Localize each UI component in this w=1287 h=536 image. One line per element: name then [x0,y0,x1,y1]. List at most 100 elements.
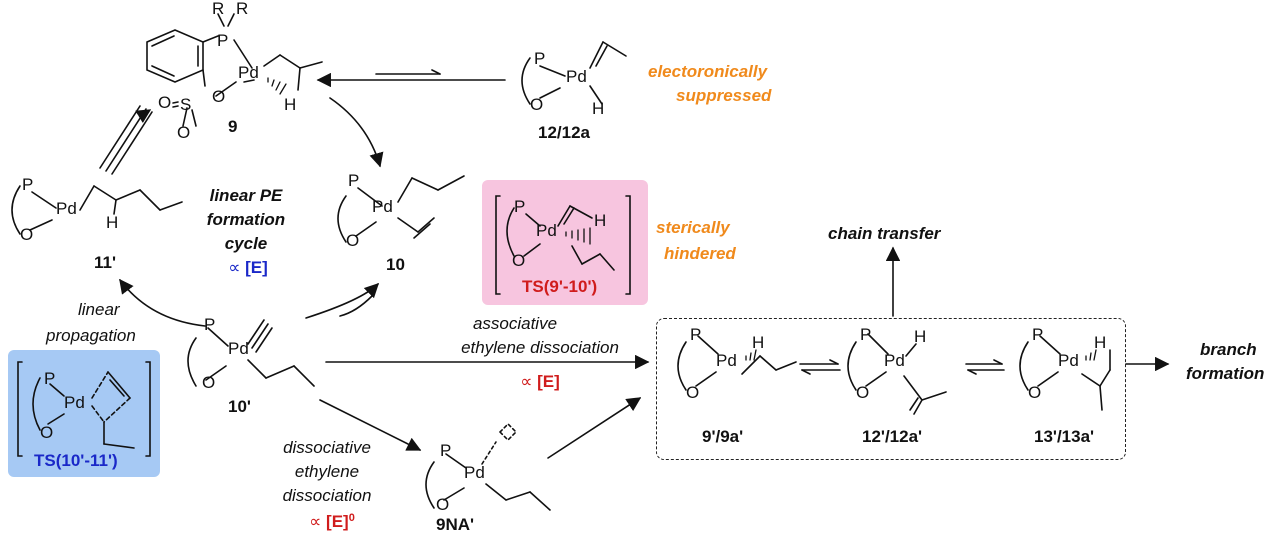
atom-pd-9: Pd [238,63,259,82]
atom-pd-12p: Pd [884,351,905,370]
atom-o-ts2: O [40,423,54,442]
atom-o-9c: O [177,123,191,142]
atom-pd-11p: Pd [56,199,77,218]
compound-12p-structure [847,333,947,415]
atom-pd-10: Pd [372,197,393,216]
label-compound-12p: 12'/12a' [862,427,923,446]
atom-o-9na: O [436,495,450,514]
compound-11p-structure [11,105,183,235]
atom-r-1: R [212,0,225,18]
annotation-associative-dependence: ∝ [E] [510,372,570,392]
proportional-symbol-assoc: ∝ [520,372,533,391]
annotation-dissociative-dependence: ∝ [E]0 [292,512,372,532]
atom-o-9a: O [212,87,226,106]
annotation-associative-line1: associative [472,314,558,333]
atom-h-9p: H [752,333,765,352]
atom-h-ts1: H [594,211,607,230]
atom-pd-ts1: Pd [536,221,557,240]
ts-9p-10p-structure [495,195,631,295]
atom-p-ts2: P [44,369,56,388]
compound-10-structure [337,175,465,243]
label-compound-12: 12/12a [538,123,590,142]
annotation-branch-line1: branch [1200,340,1257,359]
atom-o-9p: O [686,383,700,402]
atom-p-9p: P [690,325,702,344]
atom-p-12p: P [860,325,872,344]
annotation-steric-line2: hindered [664,244,736,263]
label-compound-11p: 11' [94,253,117,272]
proportional-symbol-cycle: ∝ [228,258,241,277]
annotation-electronic-line2: suppressed [676,86,772,105]
compound-9na-structure [425,422,551,511]
compound-9p-structure [677,335,797,391]
label-ts-10p-11p: TS(10'-11') [34,451,118,470]
dissociative-dissociation-arrow [319,399,422,451]
annotation-cycle-line1: linear PE [209,186,283,205]
arrow-9na-to-branch-box [547,397,642,459]
label-compound-9p: 9'/9a' [702,427,744,446]
atom-p-13p: P [1032,325,1044,344]
atom-pd-9na: Pd [464,463,485,482]
equilibrium-arrow-9-12 [316,69,506,88]
compound-9-structure [146,13,323,127]
atom-o-10p: O [202,373,216,392]
compound-9-hashed-bond [267,77,287,95]
annotation-dissociative-line2: ethylene [294,462,360,481]
atom-h-13p: H [1094,333,1107,352]
atom-pd-12: Pd [566,67,587,86]
atom-p-10p: P [204,315,216,334]
annotation-dissociative-line1: dissociative [283,438,371,457]
cycle-dependence-value: [E] [245,258,268,277]
label-compound-9na: 9NA' [436,515,475,534]
ts-10p-11p-structure [17,361,151,457]
equilibrium-arrow-10-10p [305,282,380,319]
equilibrium-arrow-9p-12p [799,359,841,375]
atom-pd-10p: Pd [228,339,249,358]
atom-o-10: O [346,231,360,250]
atom-p-ts1: P [514,197,526,216]
ts-9p-10p-highlight-box [482,180,648,305]
atom-h-11p: H [106,213,119,232]
annotation-chain-transfer: chain transfer [828,224,941,243]
annotation-dissociative-line3: dissociation [282,486,372,505]
annotation-cycle-line2: formation [206,210,286,229]
atom-o-12p: O [856,383,870,402]
dissoc-dependence-exponent: 0 [348,512,355,524]
branch-equilibrium-dashed-box [656,318,1126,460]
atom-p-12: P [534,49,546,68]
annotation-associative-line2: ethylene dissociation [461,338,619,357]
arrow-10p-to-11p [119,278,206,327]
atom-o-13p: O [1028,383,1042,402]
atom-o-11p: O [20,225,34,244]
label-ts-9p-10p: TS(9'-10') [522,277,598,296]
compound-13p-structure [1019,335,1111,411]
atom-pd-ts2: Pd [64,393,85,412]
atom-o-12: O [530,95,544,114]
atom-pd-13p: Pd [1058,351,1079,370]
atom-p-11p: P [22,175,34,194]
label-compound-9: 9 [228,117,238,136]
annotation-steric-line1: sterically [656,218,730,237]
compound-13p-hashed-bond [1085,349,1097,361]
label-compound-10: 10 [386,255,405,274]
atom-o-9b: O [158,93,172,112]
annotation-cycle-dependence: ∝ [E] [218,258,278,278]
atom-h-12p: H [914,327,927,346]
dissoc-dependence-value: [E] [326,512,349,531]
annotation-linear-prop-line2: propagation [46,326,136,345]
atom-p-10: P [348,171,360,190]
assoc-dependence-value: [E] [537,372,560,391]
compound-9p-hashed-bond [745,349,757,361]
label-compound-13p: 13'/13a' [1034,427,1095,446]
annotation-linear-prop-line1: linear [78,300,120,319]
atom-o-ts1: O [512,251,526,270]
atom-h-9: H [284,95,297,114]
atom-pd-9p: Pd [716,351,737,370]
atom-r-2: R [236,0,249,18]
atom-s-9: S [180,95,192,114]
atom-h-12: H [592,99,605,118]
atom-p-9: P [217,31,229,50]
annotation-electronic-line1: electoronically [648,62,768,81]
equilibrium-arrow-12p-13p [965,359,1005,375]
